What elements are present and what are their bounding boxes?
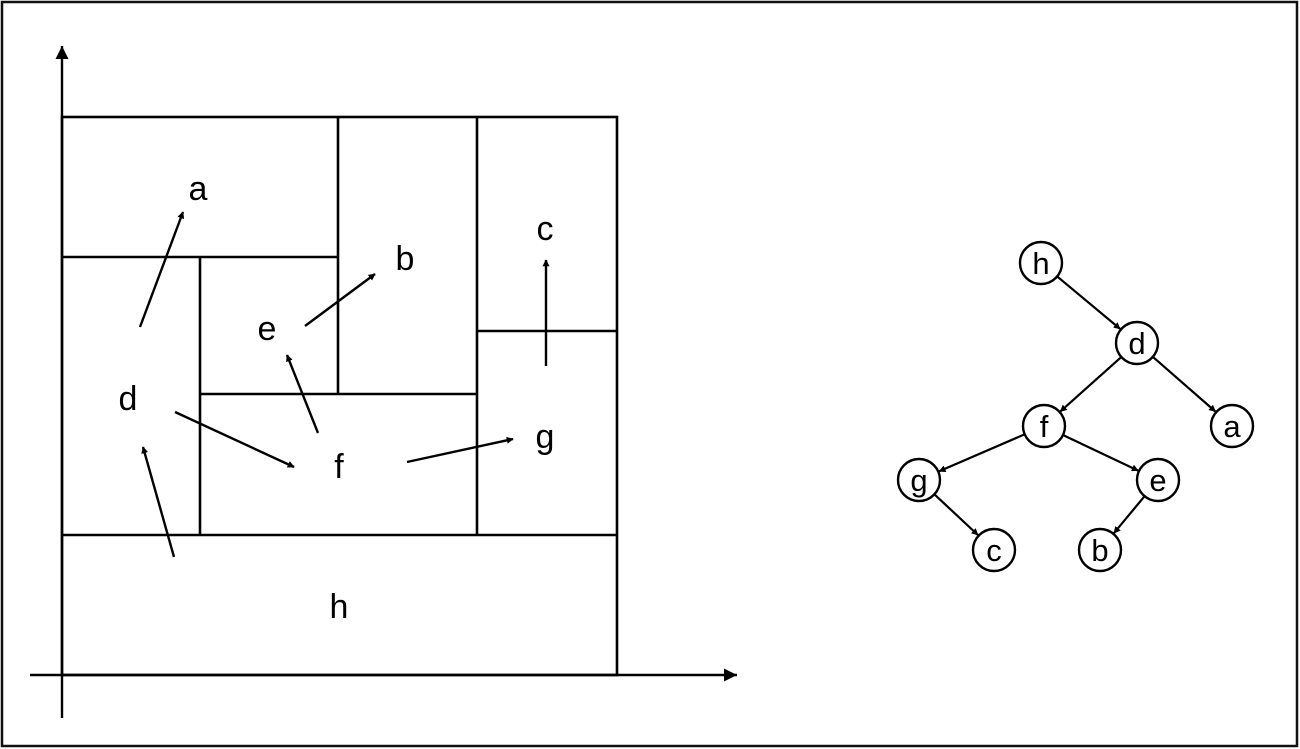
arrow-d-to-a (138, 211, 185, 328)
tree-node-f: f (1021, 403, 1067, 449)
region-label-b: b (396, 240, 415, 278)
tree-node-label: f (1040, 409, 1049, 444)
tree-node-c: c (971, 527, 1017, 573)
tree-node-label: c (986, 533, 1002, 568)
region-label-e: e (258, 310, 277, 348)
tree-node-g: g (896, 457, 942, 503)
tree-node-circle (1209, 403, 1255, 449)
tree-node-b: b (1077, 527, 1123, 573)
tree-edge-f-g (938, 432, 1027, 473)
tree-node-d: d (1114, 320, 1160, 366)
tree-edge-d-f (1059, 355, 1123, 413)
tree-node-label: e (1149, 463, 1166, 498)
tree-node-label: h (1032, 246, 1049, 281)
tree-node-circle (1018, 240, 1064, 286)
tree-edge-d-a (1151, 355, 1217, 413)
arrow-e-to-b (304, 273, 376, 327)
tree-node-e: e (1135, 457, 1181, 503)
region-arrows (138, 211, 550, 558)
tree-node-circle (1021, 403, 1067, 449)
tree-node-label: b (1091, 533, 1108, 568)
tree-edge-h-d (1055, 274, 1121, 330)
bounding-box (60, 115, 619, 677)
tree-node-circle (1114, 320, 1160, 366)
tree-edge-f-e (1061, 433, 1139, 472)
arrow-f-to-g (406, 436, 514, 464)
tree-node-label: a (1223, 409, 1241, 444)
arrow-f-to-e (285, 354, 320, 434)
tree-node-label: g (910, 463, 927, 498)
tree-edge-g-c (932, 492, 979, 536)
region-label-d: d (119, 380, 138, 418)
tree-nodes: h d f a g e c b (896, 240, 1255, 573)
tree-node-a: a (1209, 403, 1255, 449)
arrow-d-to-f (174, 410, 295, 469)
region-labels: a b c d e f g h (119, 170, 555, 626)
tree-node-circle (1135, 457, 1181, 503)
tree-edge-e-b (1113, 494, 1147, 534)
tree-node-circle (1077, 527, 1123, 573)
region-partition (60, 115, 619, 677)
region-label-c: c (537, 210, 554, 248)
tree-node-h: h (1018, 240, 1064, 286)
tree-node-label: d (1128, 326, 1145, 361)
tree-node-circle (896, 457, 942, 503)
arrow-h-to-d (141, 446, 176, 558)
tree-edges (932, 274, 1217, 536)
region-label-h: h (330, 588, 349, 626)
region-label-a: a (189, 170, 208, 208)
region-label-f: f (334, 448, 344, 486)
region-label-g: g (536, 418, 555, 456)
tree-node-circle (971, 527, 1017, 573)
